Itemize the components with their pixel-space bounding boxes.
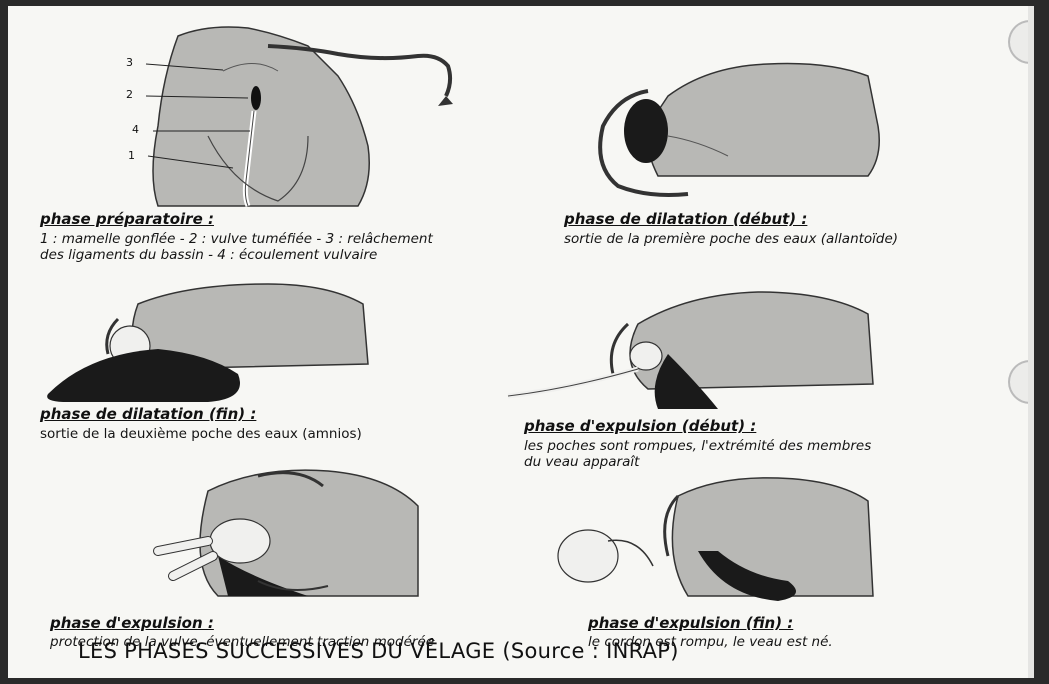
heading-preparatory: phase préparatoire : (40, 210, 214, 228)
heading-dilatation-end: phase de dilatation (fin) : (40, 405, 256, 423)
panel-preparatory: 3 2 4 1 phase préparatoire : 1 : mamelle… (8, 6, 528, 271)
desc-expulsion-start-line1: les poches sont rompues, l'extrémité des… (524, 438, 871, 454)
cow-rear-illustration (8, 6, 528, 216)
page-edge (1028, 6, 1034, 678)
cow-expulsion-start-illustration (488, 274, 1034, 414)
heading-expulsion-start: phase d'expulsion (début) : (524, 417, 756, 435)
panel-dilatation-end: phase de dilatation (fin) : sortie de la… (8, 274, 528, 454)
marker-3: 3 (126, 56, 133, 69)
marker-2: 2 (126, 88, 133, 101)
panel-dilatation-start: phase de dilatation (début) : sortie de … (548, 6, 1034, 271)
panel-expulsion-assisted: phase d'expulsion : protection de la vul… (8, 456, 548, 641)
marker-4: 4 (132, 123, 139, 136)
cow-dilatation-start-illustration (548, 6, 1034, 216)
marker-1: 1 (128, 149, 135, 162)
panel-expulsion-start: phase d'expulsion (début) : les poches s… (488, 274, 1034, 464)
desc-preparatory-line1: 1 : mamelle gonflée - 2 : vulve tuméfiée… (40, 231, 433, 247)
document-page: 3 2 4 1 phase préparatoire : 1 : mamelle… (8, 6, 1034, 678)
desc-preparatory-line2: des ligaments du bassin - 4 : écoulement… (40, 247, 377, 263)
heading-expulsion-end: phase d'expulsion (fin) : (588, 614, 793, 632)
panel-expulsion-end: phase d'expulsion (fin) : le cordon est … (548, 456, 1034, 641)
cow-dilatation-end-illustration (8, 274, 528, 414)
desc-dilatation-start: sortie de la première poche des eaux (al… (564, 231, 898, 247)
heading-expulsion-assisted: phase d'expulsion : (50, 614, 214, 632)
page-caption: LES PHASES SUCCESSIVES DU VÊLAGE (Source… (78, 639, 978, 663)
cow-expulsion-end-illustration (548, 456, 1034, 606)
cow-expulsion-assisted-illustration (8, 456, 548, 606)
desc-dilatation-end: sortie de la deuxième poche des eaux (am… (40, 426, 362, 442)
heading-dilatation-start: phase de dilatation (début) : (564, 210, 807, 228)
